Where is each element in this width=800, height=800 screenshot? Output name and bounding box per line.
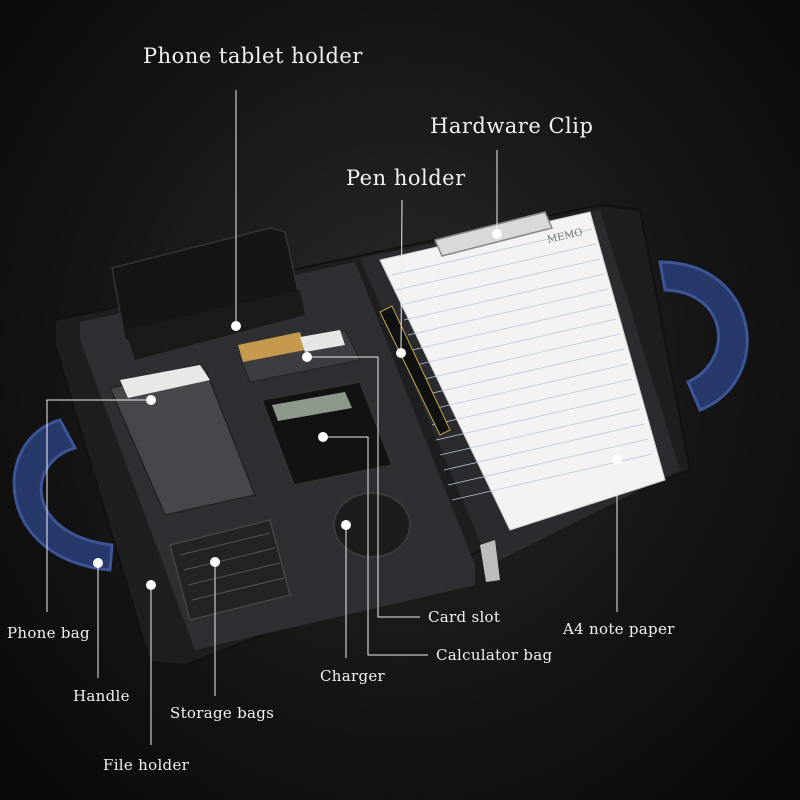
dot-a4-note-paper — [612, 455, 622, 465]
line-phone-bag — [46, 399, 151, 612]
dot-hardware-clip — [492, 229, 502, 239]
right-handle — [658, 260, 749, 412]
dot-phone-tablet-holder — [231, 321, 241, 331]
line-card-slot — [307, 356, 420, 618]
dot-file-holder — [146, 580, 156, 590]
dot-card-slot — [302, 352, 312, 362]
line-pen-holder — [400, 199, 403, 354]
dot-pen-holder — [396, 348, 406, 358]
dot-charger — [341, 520, 351, 530]
leader-lines — [46, 90, 618, 745]
line-calculator-bag — [323, 436, 428, 656]
dot-handle — [93, 558, 103, 568]
label-phone-tablet-holder: Phone tablet holder — [143, 44, 363, 68]
dot-calculator-bag — [318, 432, 328, 442]
leader-dots — [93, 229, 622, 590]
label-hardware-clip: Hardware Clip — [430, 114, 594, 138]
calculator-screen — [272, 392, 352, 421]
phone-in-bag — [120, 365, 210, 398]
paper-lines — [391, 228, 653, 501]
dot-storage-bags — [210, 557, 220, 567]
label-storage-bags: Storage bags — [170, 704, 275, 722]
card-2 — [300, 330, 345, 352]
charger-pad — [333, 492, 411, 558]
label-a4-note-paper: A4 note paper — [563, 620, 675, 638]
zipper-pull — [480, 540, 500, 582]
storage-mesh-pattern — [179, 532, 285, 601]
dot-phone-bag — [146, 395, 156, 405]
label-phone-bag: Phone bag — [7, 624, 90, 642]
storage-mesh-bag — [169, 519, 291, 621]
label-pen-holder: Pen holder — [346, 166, 466, 190]
left-handle — [12, 418, 114, 572]
card-1 — [238, 332, 305, 362]
label-handle: Handle — [73, 687, 130, 705]
label-file-holder: File holder — [103, 756, 190, 774]
pen — [379, 305, 451, 436]
label-calculator-bag: Calculator bag — [436, 646, 553, 664]
label-charger: Charger — [320, 667, 386, 685]
label-card-slot: Card slot — [428, 608, 501, 626]
phone-stand — [125, 290, 305, 360]
